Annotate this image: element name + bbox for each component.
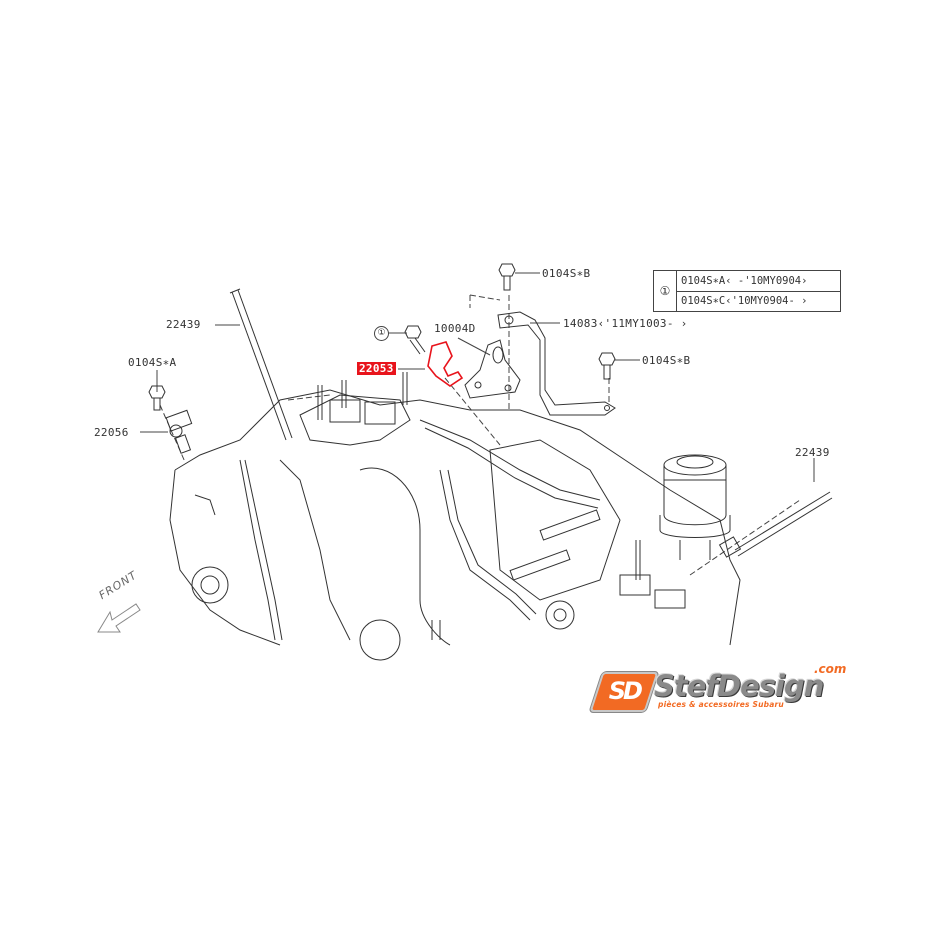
logo-tagline: pièces & accessoires Subaru bbox=[658, 700, 784, 709]
bracket-10004d bbox=[464, 339, 521, 399]
legend-row: 0104S∗C‹'10MY0904- › bbox=[677, 290, 840, 312]
label-part-10004d: 10004D bbox=[434, 322, 476, 335]
legend-table: ① 0104S∗A‹ -'10MY0904› 0104S∗C‹'10MY0904… bbox=[653, 270, 841, 312]
assembly-dashed-lines bbox=[159, 294, 801, 576]
label-bolt-0104s-b-top: 0104S∗B bbox=[542, 267, 591, 280]
legend-rows: 0104S∗A‹ -'10MY0904› 0104S∗C‹'10MY0904- … bbox=[677, 271, 840, 311]
front-arrow-icon bbox=[97, 603, 141, 633]
sensor-22056 bbox=[165, 409, 193, 454]
logo-mark-icon: SD bbox=[589, 672, 659, 712]
stefdesign-logo: SD StefDesign .com pièces & accessoires … bbox=[589, 662, 856, 712]
callout-1-marker: ① bbox=[374, 326, 389, 341]
bolts bbox=[148, 263, 616, 411]
sensor-22053 bbox=[427, 341, 464, 387]
label-bolt-0104s-a: 0104S∗A bbox=[128, 356, 177, 369]
legend-callout-symbol: ① bbox=[654, 271, 677, 311]
leader-lines bbox=[140, 272, 815, 482]
glow-plug-left bbox=[229, 288, 293, 441]
engine-block bbox=[169, 372, 741, 661]
label-part-22053-highlighted[interactable]: 22053 bbox=[357, 362, 396, 375]
label-part-22056: 22056 bbox=[94, 426, 129, 439]
glow-plug-right bbox=[718, 491, 833, 558]
logo-mark-text: SD bbox=[608, 677, 640, 705]
bracket-14083 bbox=[497, 311, 616, 416]
label-bolt-0104s-b-right: 0104S∗B bbox=[642, 354, 691, 367]
oil-filter bbox=[659, 454, 731, 560]
label-part-22439-left: 22439 bbox=[166, 318, 201, 331]
legend-row: 0104S∗A‹ -'10MY0904› bbox=[681, 274, 808, 287]
logo-brand-name: StefDesign bbox=[654, 669, 824, 703]
label-part-22439-right: 22439 bbox=[795, 446, 830, 459]
logo-domain-suffix: .com bbox=[814, 662, 847, 676]
label-bracket-14083: 14083‹'11MY1003- › bbox=[563, 317, 688, 330]
